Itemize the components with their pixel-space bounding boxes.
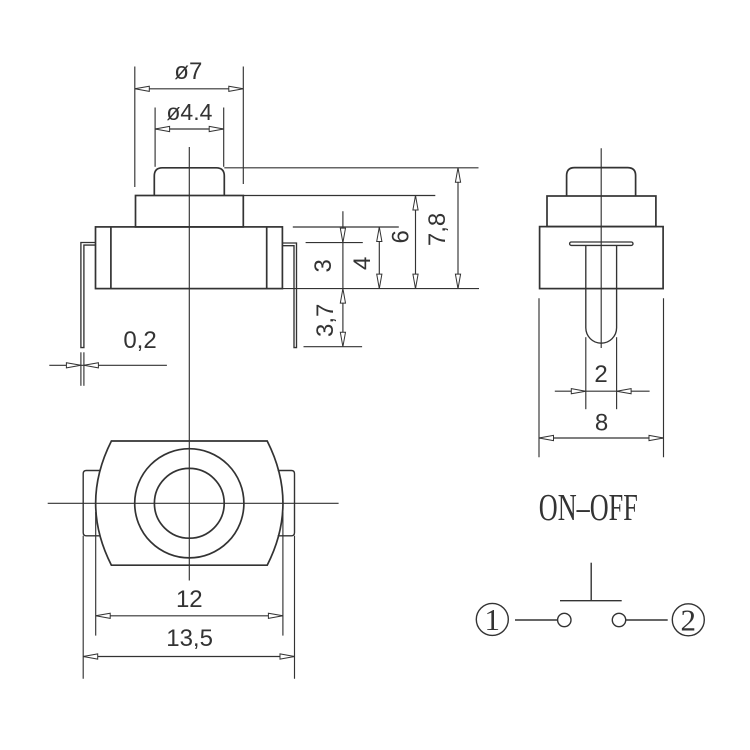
svg-text:4: 4: [349, 257, 376, 270]
svg-text:0,2: 0,2: [123, 327, 156, 354]
svg-text:ø7: ø7: [174, 58, 202, 85]
svg-text:ON–OFF: ON–OFF: [539, 487, 638, 529]
svg-text:7,8: 7,8: [424, 213, 451, 246]
svg-text:3: 3: [310, 259, 337, 272]
svg-text:3,7: 3,7: [312, 304, 339, 337]
svg-text:ø4.4: ø4.4: [166, 99, 212, 125]
svg-text:2: 2: [681, 602, 697, 637]
svg-text:1: 1: [485, 602, 501, 637]
svg-text:13,5: 13,5: [166, 625, 213, 652]
svg-text:8: 8: [595, 410, 608, 437]
svg-text:2: 2: [594, 361, 607, 388]
svg-text:12: 12: [176, 586, 203, 613]
svg-text:6: 6: [388, 230, 415, 243]
